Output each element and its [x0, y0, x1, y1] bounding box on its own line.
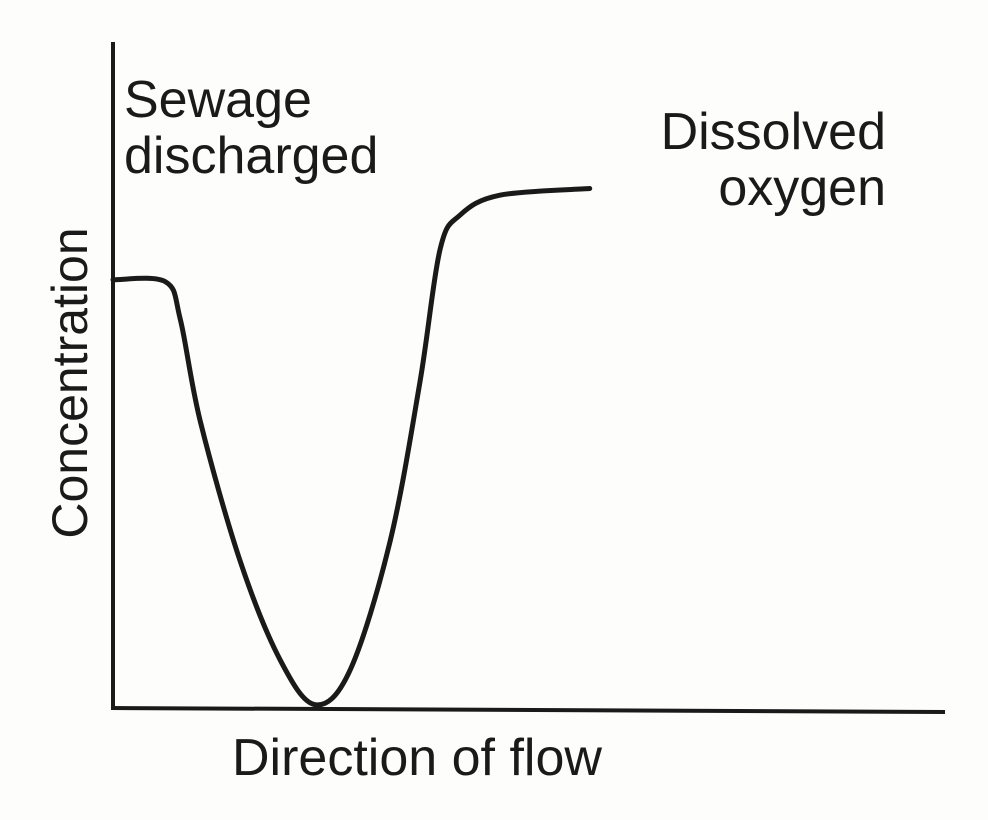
- series-line-dissolved-oxygen: [110, 186, 593, 708]
- series-label-line-2: oxygen: [718, 159, 886, 217]
- x-axis: [110, 706, 946, 714]
- x-axis-label: Direction of flow: [232, 729, 602, 787]
- annotation-line-1: Sewage: [124, 71, 312, 129]
- annotation-sewage-discharged: Sewage discharged: [124, 72, 378, 184]
- series-label-dissolved-oxygen: Dissolved oxygen: [566, 104, 886, 216]
- y-axis-label: Concentration: [42, 227, 98, 539]
- series-label-line-1: Dissolved: [660, 103, 886, 161]
- annotation-line-2: discharged: [124, 127, 379, 185]
